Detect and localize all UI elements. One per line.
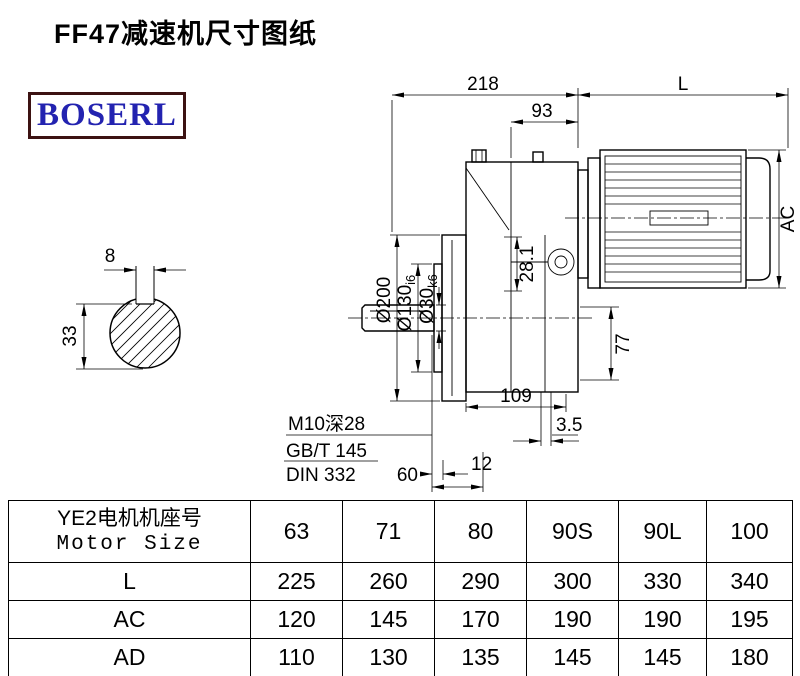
table-row-AD: AD 110 130 135 145 145 180 bbox=[8, 638, 793, 676]
header-cn: YE2电机机座号 bbox=[57, 506, 202, 530]
table-row-L: L 225 260 290 300 330 340 bbox=[8, 562, 793, 601]
cell-L-90S: 300 bbox=[526, 562, 619, 601]
housing-bolt bbox=[471, 149, 487, 163]
fan-cover bbox=[746, 157, 771, 281]
dim-12-label: 12 bbox=[471, 454, 492, 475]
motor-body bbox=[599, 149, 747, 289]
dim-60-label: 60 bbox=[397, 465, 418, 486]
table-header-label: YE2电机机座号 Motor Size bbox=[8, 500, 251, 563]
dim-AC-label: AC bbox=[778, 206, 799, 232]
cell-AD-100: 180 bbox=[706, 638, 793, 676]
row-label-L: L bbox=[8, 562, 251, 601]
brand-logo: BOSERL bbox=[28, 92, 186, 139]
dim-d30-label: Ø30k6 bbox=[417, 274, 440, 324]
dim-d200-label: Ø200 bbox=[374, 277, 395, 323]
motor-size-90S: 90S bbox=[526, 500, 619, 563]
dim-77-label: 77 bbox=[613, 333, 634, 354]
cell-AD-90L: 145 bbox=[618, 638, 707, 676]
table-row-AC: AC 120 145 170 190 190 195 bbox=[8, 600, 793, 639]
cell-AD-71: 130 bbox=[342, 638, 435, 676]
motor-size-table: YE2电机机座号 Motor Size 63 71 80 90S 90L 100… bbox=[8, 500, 793, 676]
centerlines bbox=[348, 217, 788, 319]
cell-L-100: 340 bbox=[706, 562, 793, 601]
dim-281-label: 28.1 bbox=[517, 246, 538, 283]
row-label-AC: AC bbox=[8, 600, 251, 639]
dim-d130-label: Ø130i6 bbox=[395, 275, 418, 332]
dim-35-label: 3.5 bbox=[556, 415, 582, 436]
cell-L-90L: 330 bbox=[618, 562, 707, 601]
motor-size-100: 100 bbox=[706, 500, 793, 563]
reducer-details bbox=[370, 150, 742, 396]
cell-AD-80: 135 bbox=[434, 638, 527, 676]
reducer-outline bbox=[361, 149, 771, 402]
dim-218-label: 218 bbox=[467, 74, 499, 95]
note-gbt145: GB/T 145 bbox=[286, 441, 367, 462]
header-en: Motor Size bbox=[56, 532, 203, 556]
motor-adapter-2 bbox=[587, 157, 601, 289]
note-din332: DIN 332 bbox=[286, 465, 356, 486]
cell-AC-90L: 190 bbox=[618, 600, 707, 639]
brand-logo-text: BOSERL bbox=[37, 97, 177, 133]
cell-L-80: 290 bbox=[434, 562, 527, 601]
motor-fins bbox=[605, 163, 741, 273]
note-thread: M10深28 bbox=[288, 413, 365, 435]
housing-bolt-2 bbox=[532, 151, 544, 163]
cell-L-71: 260 bbox=[342, 562, 435, 601]
motor-size-80: 80 bbox=[434, 500, 527, 563]
dimension-lines bbox=[284, 88, 789, 492]
table-header-row: YE2电机机座号 Motor Size 63 71 80 90S 90L 100 bbox=[8, 500, 793, 563]
cell-AD-90S: 145 bbox=[526, 638, 619, 676]
motor-size-71: 71 bbox=[342, 500, 435, 563]
motor-size-90L: 90L bbox=[618, 500, 707, 563]
row-label-AD: AD bbox=[8, 638, 251, 676]
technical-drawing: 8 33 bbox=[60, 74, 799, 492]
cell-L-63: 225 bbox=[250, 562, 343, 601]
motor-size-63: 63 bbox=[250, 500, 343, 563]
dim-93-label: 93 bbox=[531, 101, 552, 122]
shaft-cross-section bbox=[76, 266, 186, 370]
dim-33-label: 33 bbox=[60, 325, 81, 346]
cell-AC-80: 170 bbox=[434, 600, 527, 639]
cell-AC-100: 195 bbox=[706, 600, 793, 639]
dim-109-label: 109 bbox=[500, 386, 532, 407]
dim-L-label: L bbox=[678, 74, 689, 95]
cell-AD-63: 110 bbox=[250, 638, 343, 676]
page-title: FF47减速机尺寸图纸 bbox=[54, 19, 318, 49]
cell-AC-90S: 190 bbox=[526, 600, 619, 639]
cell-AC-63: 120 bbox=[250, 600, 343, 639]
dim-keyway-width-label: 8 bbox=[105, 246, 116, 267]
motor-adapter-1 bbox=[577, 169, 589, 279]
cell-AC-71: 145 bbox=[342, 600, 435, 639]
